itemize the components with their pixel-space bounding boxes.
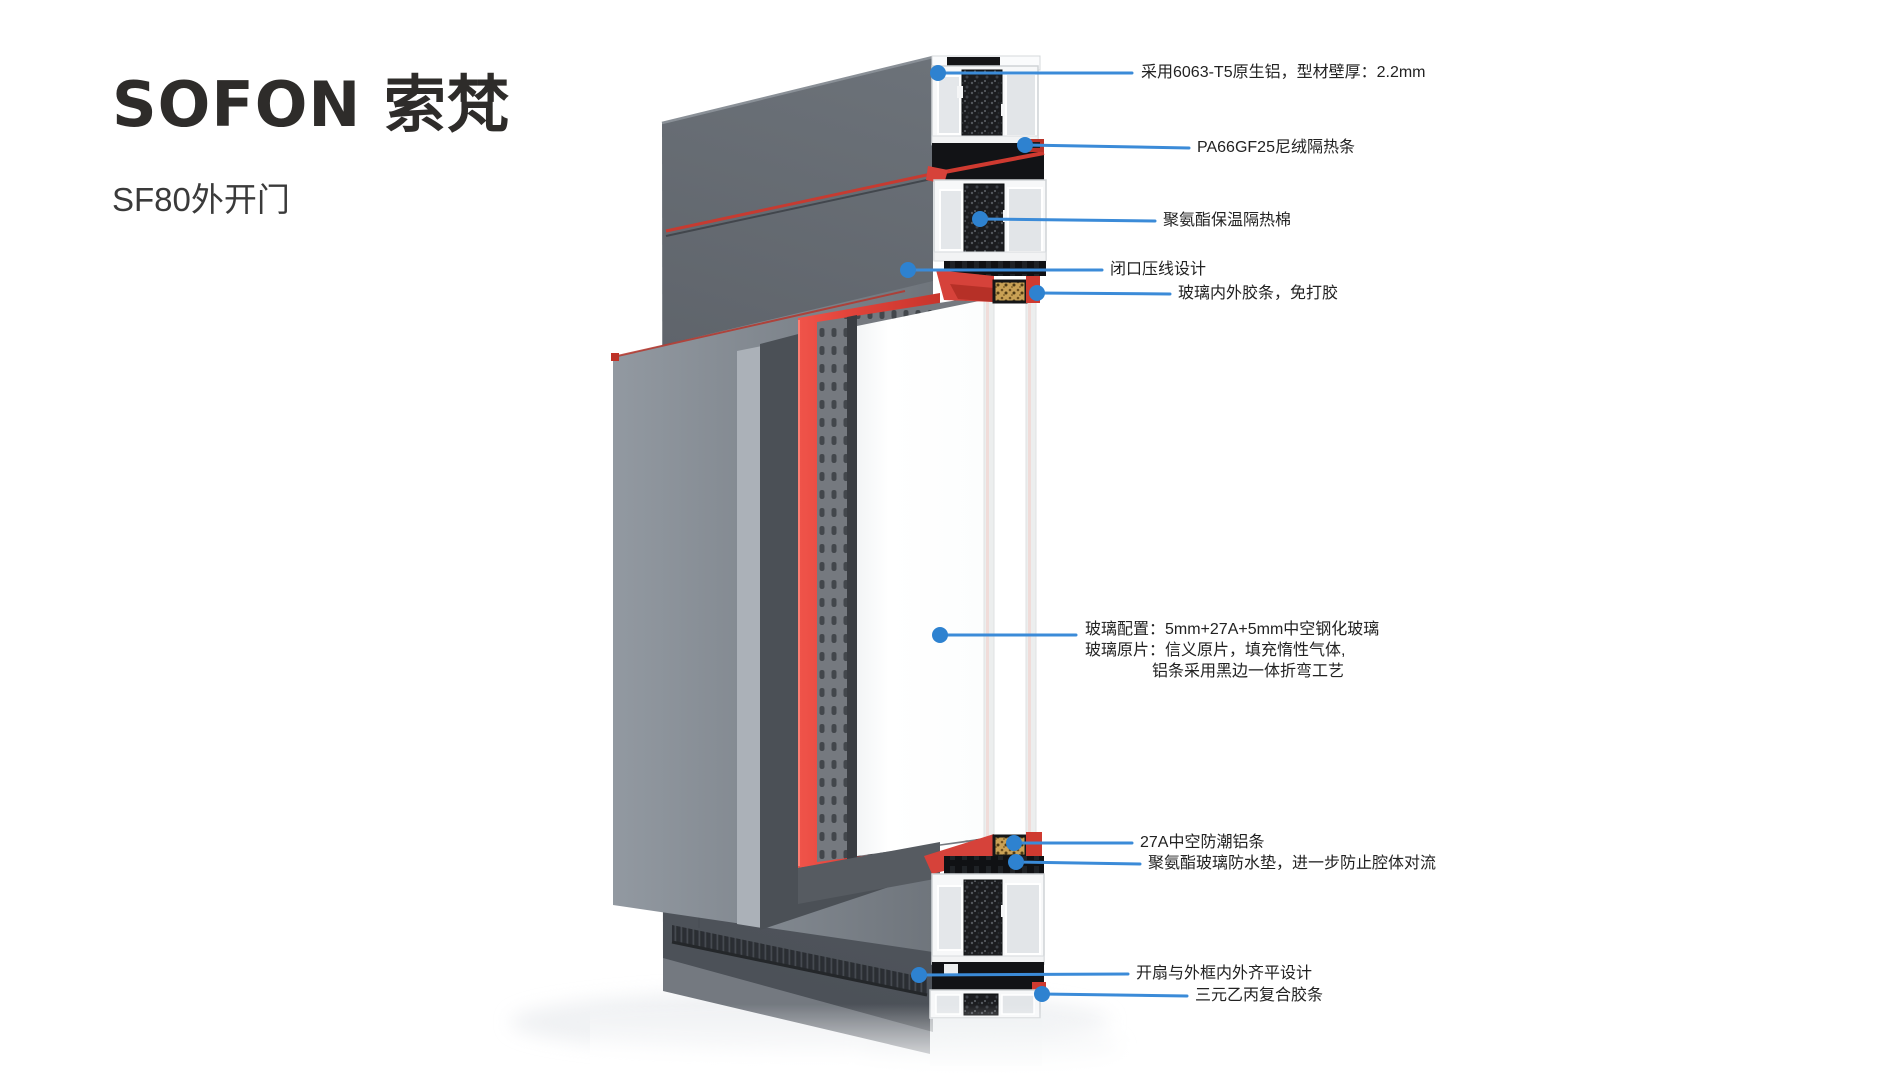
callout-label-flush-design: 开扇与外框内外齐平设计 [1136,964,1312,982]
frame-red-seam [665,171,937,233]
glass-opening [611,281,984,952]
sash-head-notch [1003,210,1009,222]
callout-dot [1006,835,1022,851]
callout-spacer: 27A中空防潮铝条 [1006,833,1264,851]
callout-label-closed-bead: 闭口压线设计 [1110,260,1206,278]
callout-dot [932,627,948,643]
sash-bottom-right-channel [1005,883,1041,955]
sash-bottom-left-channel [937,885,963,951]
callout-epdm: 三元乙丙复合胶条 [1034,986,1323,1004]
callout-label-glass-gasket: 玻璃内外胶条，免打胶 [1178,284,1338,302]
callout-dot [1008,854,1024,870]
callout-label-glass-config-1: 玻璃配置：5mm+27A+5mm中空钢化玻璃 [1085,620,1379,638]
sill-band-tab [944,964,958,976]
callout-label-spacer: 27A中空防潮铝条 [1140,833,1264,851]
callout-flush-design: 开扇与外框内外齐平设计 [911,964,1312,983]
bottom-fade [590,1004,1170,1080]
head-core-notch-l [957,86,963,98]
callout-line [1023,143,1191,150]
product-title: SF80外开门 [112,181,290,218]
callout-line [1035,291,1172,296]
callout-dot [930,65,946,81]
callout-label-material: 采用6063-T5原生铝，型材壁厚：2.2mm [1141,62,1426,81]
callout-foam: 聚氨酯保温隔热棉 [972,211,1291,229]
callouts: 采用6063-T5原生铝，型材壁厚：2.2mm PA66GF25尼绒隔热条 聚氨… [900,62,1436,1004]
callout-closed-bead: 闭口压线设计 [900,260,1206,278]
callout-dot [900,262,916,278]
glass-pane-strip-inner-tint [1028,300,1031,838]
callout-label-thermal-strip: PA66GF25尼绒隔热条 [1197,138,1355,156]
bottom-comb-strip [944,856,1044,876]
head-profile-left-channel [937,75,961,135]
callout-label-glass-config-2: 玻璃原片：信义原片，填充惰性气体, [1085,641,1345,659]
callout-thermal-strip: PA66GF25尼绒隔热条 [1017,137,1355,156]
callout-label-foam: 聚氨酯保温隔热棉 [1163,211,1291,229]
sill-top-face [798,842,940,904]
reveal-highlight [737,346,762,928]
callout-dot [1034,986,1050,1002]
brush-base-line [671,940,928,997]
bottom-glazing-gasket-left [924,834,994,874]
callout-dot [1029,285,1045,301]
brush-band [672,925,927,994]
sash-head-bottom-band [933,251,1047,262]
top-cross-section [926,55,1047,304]
callout-line [917,972,1130,977]
callout-line [978,217,1157,223]
callout-line [1040,992,1189,998]
callout-line [1014,860,1142,866]
frame-seam-shadow [665,177,937,237]
callout-material: 采用6063-T5原生铝，型材壁厚：2.2mm [930,62,1426,81]
head-red-stripe [933,151,1045,176]
brand-logo: SOFON 索梵 [112,74,510,136]
sash-bottom-core [963,879,1003,959]
callout-glass-config: 玻璃配置：5mm+27A+5mm中空钢化玻璃 玻璃原片：信义原片，填充惰性气体,… [932,620,1379,680]
callout-waterproof-pad: 聚氨酯玻璃防水垫，进一步防止腔体对流 [1008,854,1436,872]
callout-label-waterproof-pad: 聚氨酯玻璃防水垫，进一步防止腔体对流 [1148,854,1436,872]
weatherstrip [671,925,928,997]
sash-bottom-notch [1001,905,1007,917]
spacer-shadow [847,315,857,860]
top-glazing-gasket-shade [950,284,994,302]
callout-label-epdm: 三元乙丙复合胶条 [1195,986,1323,1004]
head-profile-right-channel [1005,73,1037,137]
glass-pane-front [857,300,984,856]
brand-logo-text: SOFON 索梵 [112,68,510,141]
callout-label-glass-config-3: 铝条采用黑边一体折弯工艺 [1152,662,1344,680]
callout-dot [911,967,927,983]
callout-dot [972,211,988,227]
callout-dot [1017,137,1033,153]
top-spacer-bar [992,279,1028,304]
step-edge-line [612,290,906,358]
head-thermal-core [961,69,1003,141]
glass-pane-strip-outer-tint [986,300,989,838]
head-core-notch-r [1001,104,1007,116]
callout-glass-gasket: 玻璃内外胶条，免打胶 [1029,284,1338,302]
sash-head-left-channel [939,189,963,251]
frame-top-edge-highlight [661,55,934,125]
